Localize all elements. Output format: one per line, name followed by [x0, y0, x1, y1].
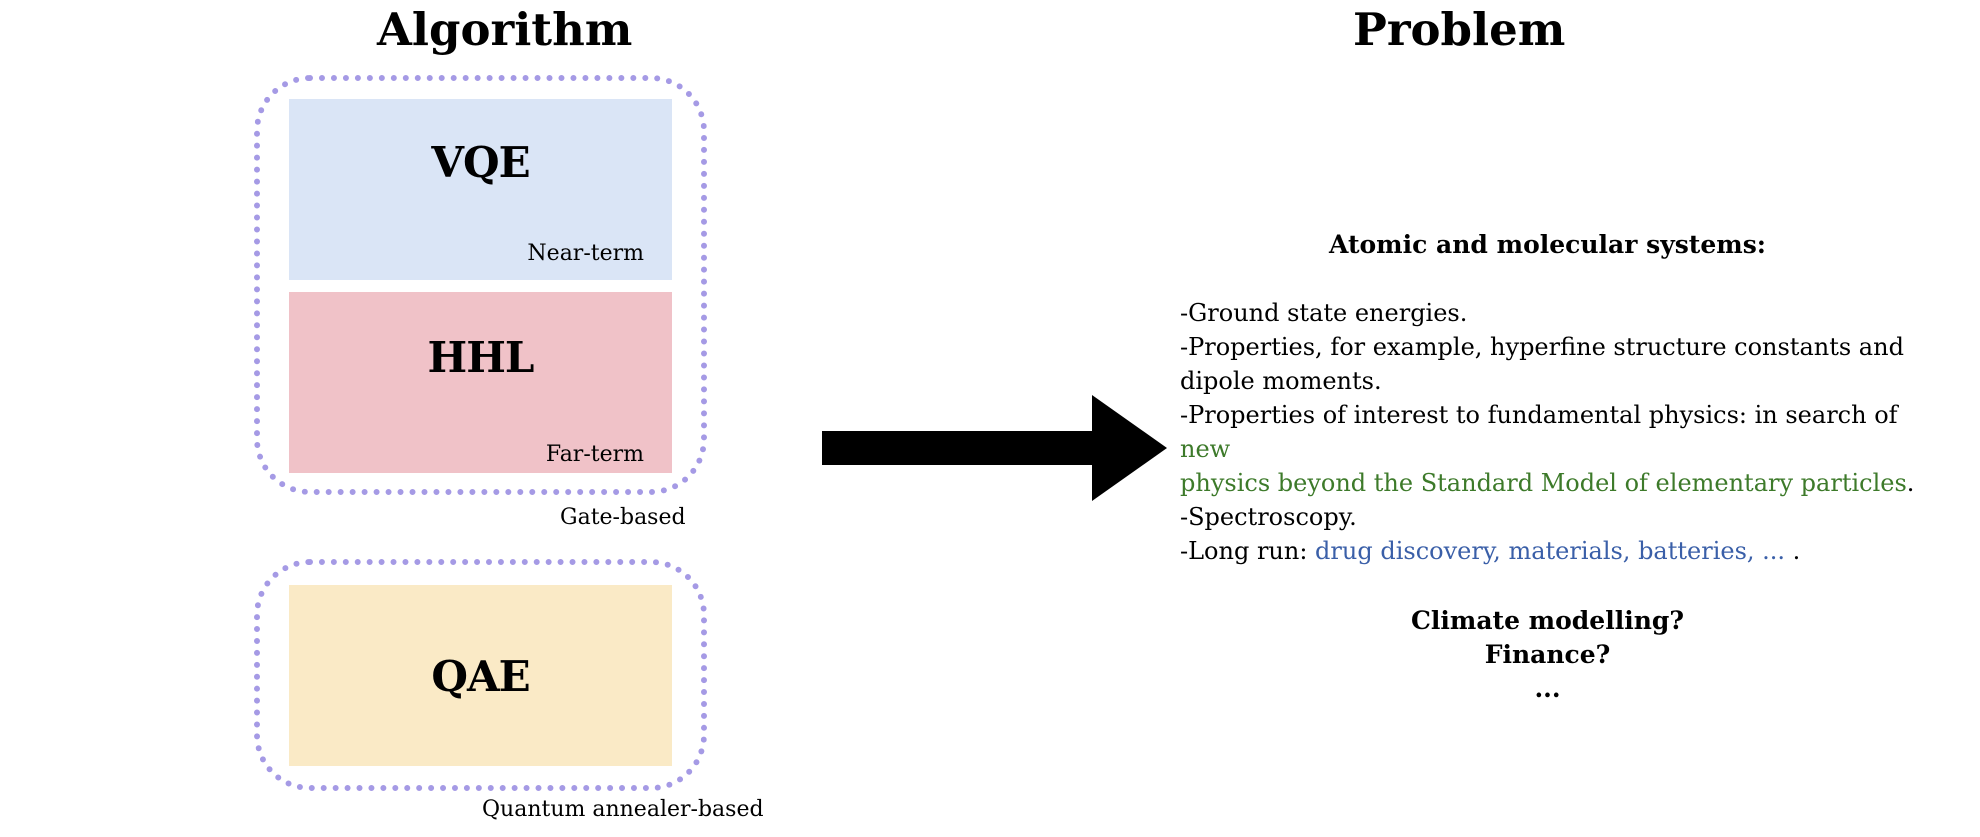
list-item: -Properties, for example, hyperfine stru… [1180, 330, 1920, 398]
ground-state-item: -Ground state energies. [1180, 299, 1468, 327]
annealer-based-group-frame [254, 559, 707, 791]
finance-label: Finance? [1484, 640, 1611, 669]
properties-item-line2: dipole moments. [1180, 367, 1382, 395]
atomic-systems-title: Atomic and molecular systems: [1329, 230, 1766, 259]
spectroscopy-item: -Spectroscopy. [1180, 503, 1357, 531]
other-problems: Climate modelling? Finance? ... [1180, 604, 1920, 706]
hhl-box: HHL Far-term [289, 292, 672, 473]
list-item: -Ground state energies. [1180, 296, 1920, 330]
fundamental-item-prefix: -Properties of interest to fundamental p… [1180, 401, 1898, 429]
near-term-label: Near-term [527, 241, 644, 266]
annealer-based-label: Quantum annealer-based [482, 797, 764, 822]
far-term-label: Far-term [545, 442, 644, 467]
right-arrow-icon [822, 395, 1167, 501]
ellipsis-label: ... [1534, 674, 1561, 703]
algorithm-heading: Algorithm [377, 3, 633, 56]
problem-list: -Ground state energies. -Properties, for… [1180, 296, 1920, 568]
long-run-item-prefix: -Long run: [1180, 537, 1316, 565]
qae-label: QAE [431, 652, 530, 701]
fundamental-item-highlight-2: physics beyond the Standard Model of ele… [1180, 469, 1907, 497]
gate-based-label: Gate-based [560, 505, 686, 530]
long-run-item-highlight: drug discovery, materials, batteries, ..… [1315, 537, 1786, 565]
gate-based-group-frame [254, 75, 707, 495]
long-run-item-suffix: . [1785, 537, 1801, 565]
problem-content: Atomic and molecular systems: -Ground st… [1180, 228, 1920, 706]
problem-heading: Problem [1353, 3, 1566, 56]
qae-box: QAE [289, 585, 672, 766]
vqe-box: VQE Near-term [289, 99, 672, 280]
list-item: -Properties of interest to fundamental p… [1180, 398, 1920, 500]
properties-item-line1: -Properties, for example, hyperfine stru… [1180, 333, 1904, 361]
fundamental-item-suffix: . [1906, 469, 1915, 497]
fundamental-item-highlight-1: new [1180, 435, 1231, 463]
hhl-label: HHL [427, 333, 535, 382]
list-item: -Long run: drug discovery, materials, ba… [1180, 534, 1920, 568]
list-item: -Spectroscopy. [1180, 500, 1920, 534]
climate-modelling-label: Climate modelling? [1410, 606, 1684, 635]
vqe-label: VQE [431, 138, 530, 187]
